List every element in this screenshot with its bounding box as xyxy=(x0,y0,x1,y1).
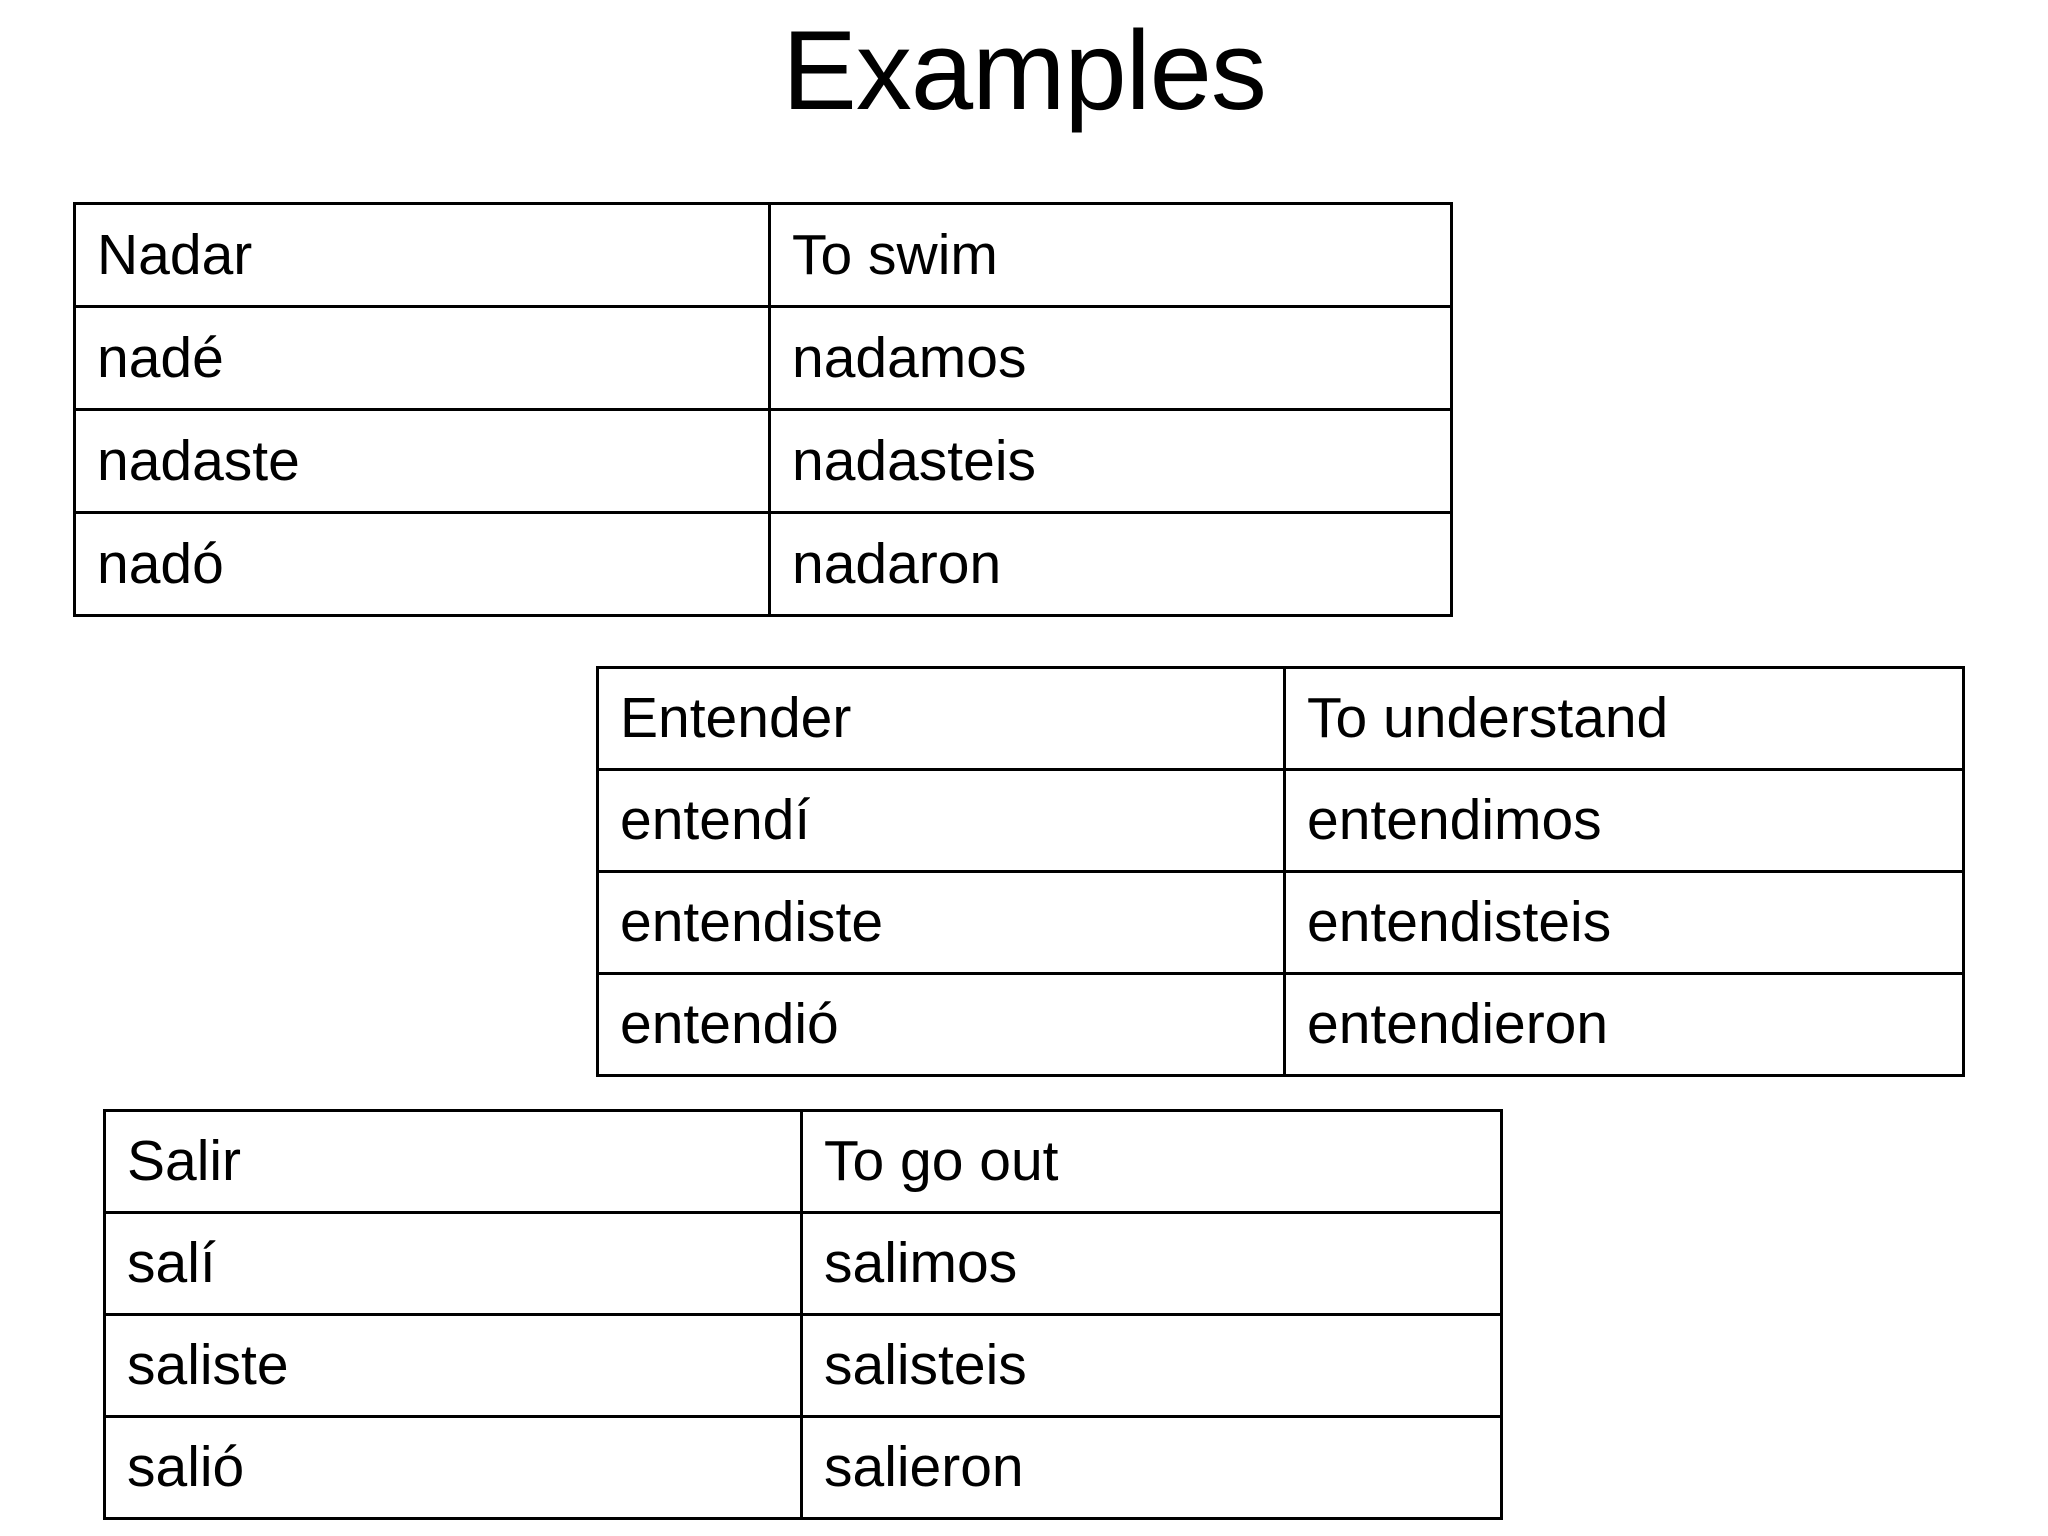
table-cell: nadasteis xyxy=(768,408,1453,514)
table-row: nadé nadamos xyxy=(73,305,1453,411)
table-cell-verb-infinitive: Salir xyxy=(103,1109,803,1214)
table-row: nadaste nadasteis xyxy=(73,408,1453,514)
table-cell: entendió xyxy=(596,972,1286,1077)
table-cell-verb-infinitive: Nadar xyxy=(73,202,771,308)
table-row: Salir To go out xyxy=(103,1109,1503,1214)
table-row: entendiste entendisteis xyxy=(596,870,1965,975)
table-row: saliste salisteis xyxy=(103,1313,1503,1418)
table-cell: nadaron xyxy=(768,511,1453,617)
table-cell: saliste xyxy=(103,1313,803,1418)
table-cell: entendimos xyxy=(1283,768,1965,873)
table-cell: entendí xyxy=(596,768,1286,873)
table-row: entendió entendieron xyxy=(596,972,1965,1077)
table-cell: salimos xyxy=(800,1211,1503,1316)
conjugation-table-salir: Salir To go out salí salimos saliste sal… xyxy=(103,1109,1503,1520)
table-cell: nadó xyxy=(73,511,771,617)
table-cell: nadamos xyxy=(768,305,1453,411)
table-cell-verb-translation: To swim xyxy=(768,202,1453,308)
table-cell: salí xyxy=(103,1211,803,1316)
table-cell: salieron xyxy=(800,1415,1503,1520)
table-cell: entendieron xyxy=(1283,972,1965,1077)
table-cell-verb-translation: To go out xyxy=(800,1109,1503,1214)
table-cell: salisteis xyxy=(800,1313,1503,1418)
table-cell: nadaste xyxy=(73,408,771,514)
table-cell-verb-infinitive: Entender xyxy=(596,666,1286,771)
table-cell: entendiste xyxy=(596,870,1286,975)
table-row: Entender To understand xyxy=(596,666,1965,771)
table-cell: salió xyxy=(103,1415,803,1520)
conjugation-table-entender: Entender To understand entendí entendimo… xyxy=(596,666,1965,1077)
table-row: salió salieron xyxy=(103,1415,1503,1520)
table-cell: nadé xyxy=(73,305,771,411)
table-cell-verb-translation: To understand xyxy=(1283,666,1965,771)
conjugation-table-nadar: Nadar To swim nadé nadamos nadaste nadas… xyxy=(73,202,1453,617)
table-row: nadó nadaron xyxy=(73,511,1453,617)
slide-title: Examples xyxy=(782,8,1267,133)
table-row: Nadar To swim xyxy=(73,202,1453,308)
table-row: entendí entendimos xyxy=(596,768,1965,873)
table-row: salí salimos xyxy=(103,1211,1503,1316)
table-cell: entendisteis xyxy=(1283,870,1965,975)
